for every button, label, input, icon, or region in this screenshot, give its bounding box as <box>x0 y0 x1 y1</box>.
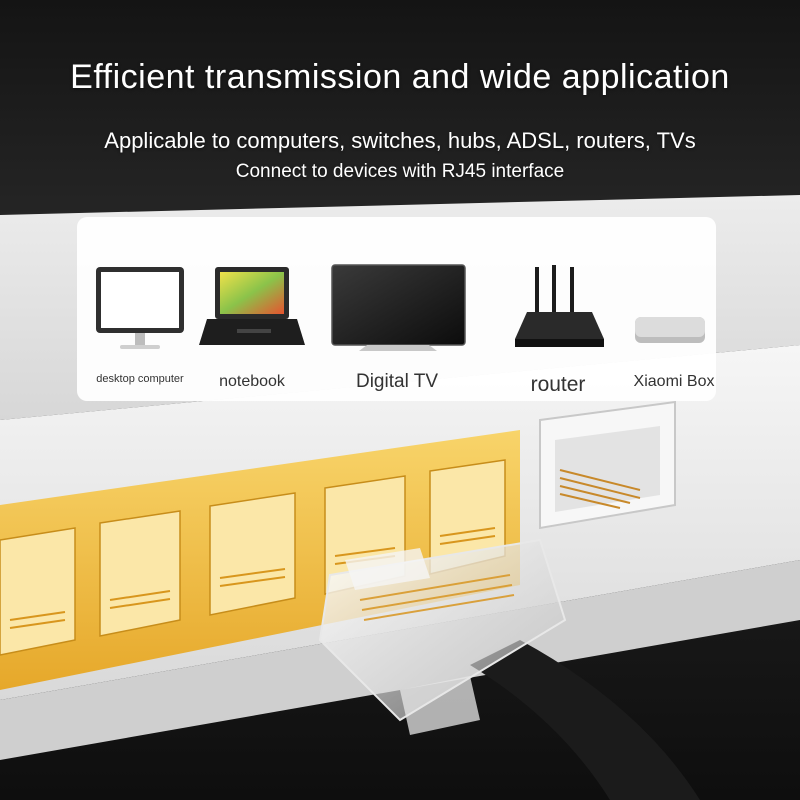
device-label-notebook: notebook <box>219 373 285 390</box>
desktop-computer-icon <box>96 267 184 349</box>
application-subtitle: Applicable to computers, switches, hubs,… <box>104 128 696 153</box>
interface-note: Connect to devices with RJ45 interface <box>235 161 565 182</box>
tv-icon <box>331 264 466 351</box>
rj45-plug <box>318 538 567 735</box>
router-icon <box>515 265 604 347</box>
network-cable <box>470 640 700 800</box>
white-port-pins <box>559 469 641 509</box>
set-top-box-icon <box>635 317 705 343</box>
page-title: Efficient transmission and wide applicat… <box>70 58 730 96</box>
device-label-tv: Digital TV <box>355 371 439 392</box>
laptop-icon <box>199 267 305 345</box>
device-label-xiaomi-box: Xiaomi Box <box>633 373 715 390</box>
device-label-desktop: desktop computer <box>96 373 184 385</box>
device-panel: desktop computer notebook Digital TV rou… <box>77 217 716 401</box>
device-label-router: router <box>530 373 586 396</box>
